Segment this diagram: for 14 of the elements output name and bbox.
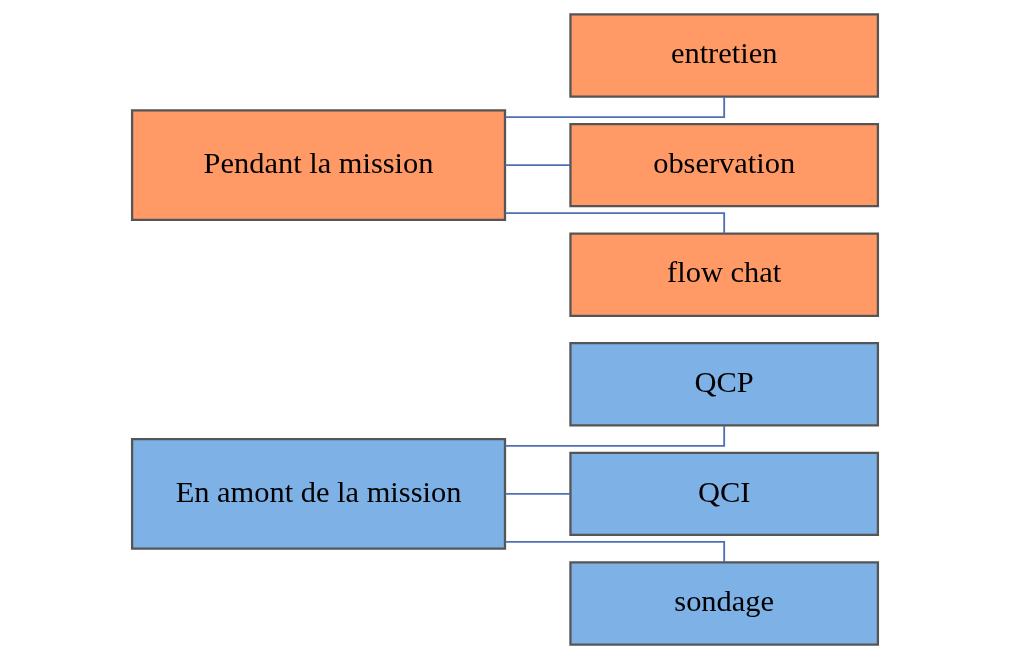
connector <box>503 540 725 563</box>
connector <box>503 96 725 119</box>
connector <box>503 424 725 447</box>
node-box: observation <box>568 122 879 208</box>
node-box: flow chat <box>568 232 879 317</box>
connector <box>503 212 725 235</box>
node-box: sondage <box>568 561 879 646</box>
node-box: QCP <box>568 342 879 427</box>
node-box: entretien <box>568 13 879 98</box>
connector <box>503 164 571 167</box>
connector <box>503 492 571 495</box>
node-box: Pendant la mission <box>130 109 506 222</box>
node-box: QCI <box>568 451 879 537</box>
node-box: En amont de la mission <box>130 437 506 550</box>
